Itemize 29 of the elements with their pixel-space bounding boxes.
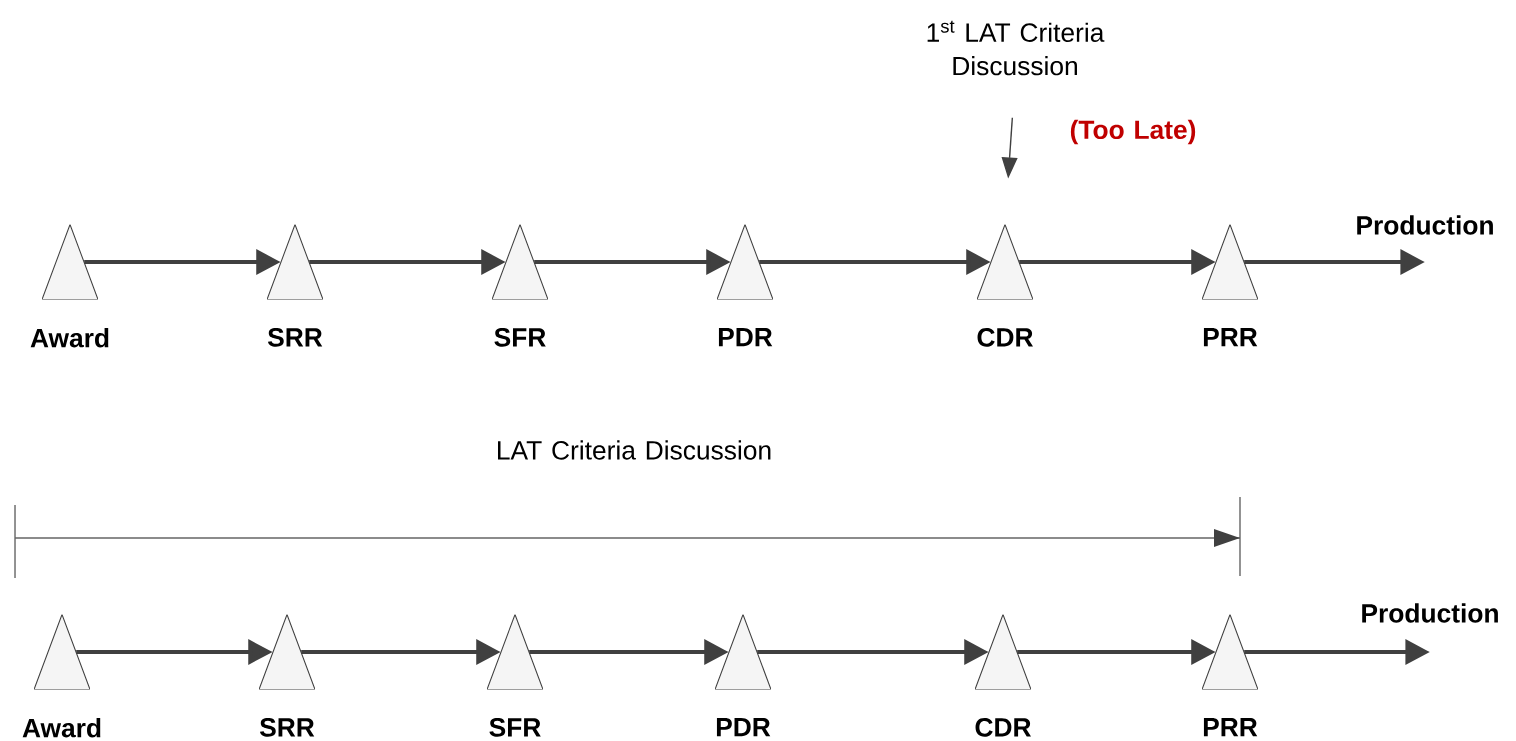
- node-label: PDR: [716, 718, 771, 737]
- node-label: CDR: [977, 328, 1033, 347]
- node-label: Award: [30, 328, 109, 348]
- milestone-triangle: PDR: [717, 224, 773, 347]
- milestone-triangle: CDR: [977, 224, 1033, 347]
- note-text: 1$^{st}$ LAT Criteria Discussion: [927, 20, 1105, 76]
- edge-label: Production: [1357, 215, 1493, 235]
- node-label: Award: [22, 718, 101, 738]
- milestone-triangle: CDR: [975, 614, 1031, 737]
- milestone-triangle: SRR: [259, 614, 315, 737]
- node-label: SFR: [494, 328, 546, 347]
- node-label: PRR: [1203, 328, 1258, 347]
- milestone-triangle: SFR: [487, 614, 543, 737]
- milestone-triangle: Award: [22, 614, 101, 738]
- node-label: CDR: [975, 718, 1031, 737]
- milestone-triangle: PDR: [715, 614, 771, 737]
- edge-label: Production: [1362, 603, 1498, 623]
- milestone-triangle: PRR: [1202, 614, 1258, 737]
- node-label: PDR: [718, 328, 773, 347]
- note-text: (Too Late): [1070, 119, 1196, 145]
- node-label: SRR: [267, 328, 323, 347]
- node-label: SRR: [259, 718, 315, 737]
- node-label: PRR: [1203, 718, 1258, 737]
- node-label: SFR: [489, 718, 541, 737]
- milestone-triangle: Award: [30, 224, 109, 348]
- milestone-triangle: SRR: [267, 224, 323, 347]
- note-text: LAT Criteria Discussion: [498, 440, 771, 460]
- milestone-triangle: PRR: [1202, 224, 1258, 347]
- milestone-triangle: SFR: [492, 224, 548, 347]
